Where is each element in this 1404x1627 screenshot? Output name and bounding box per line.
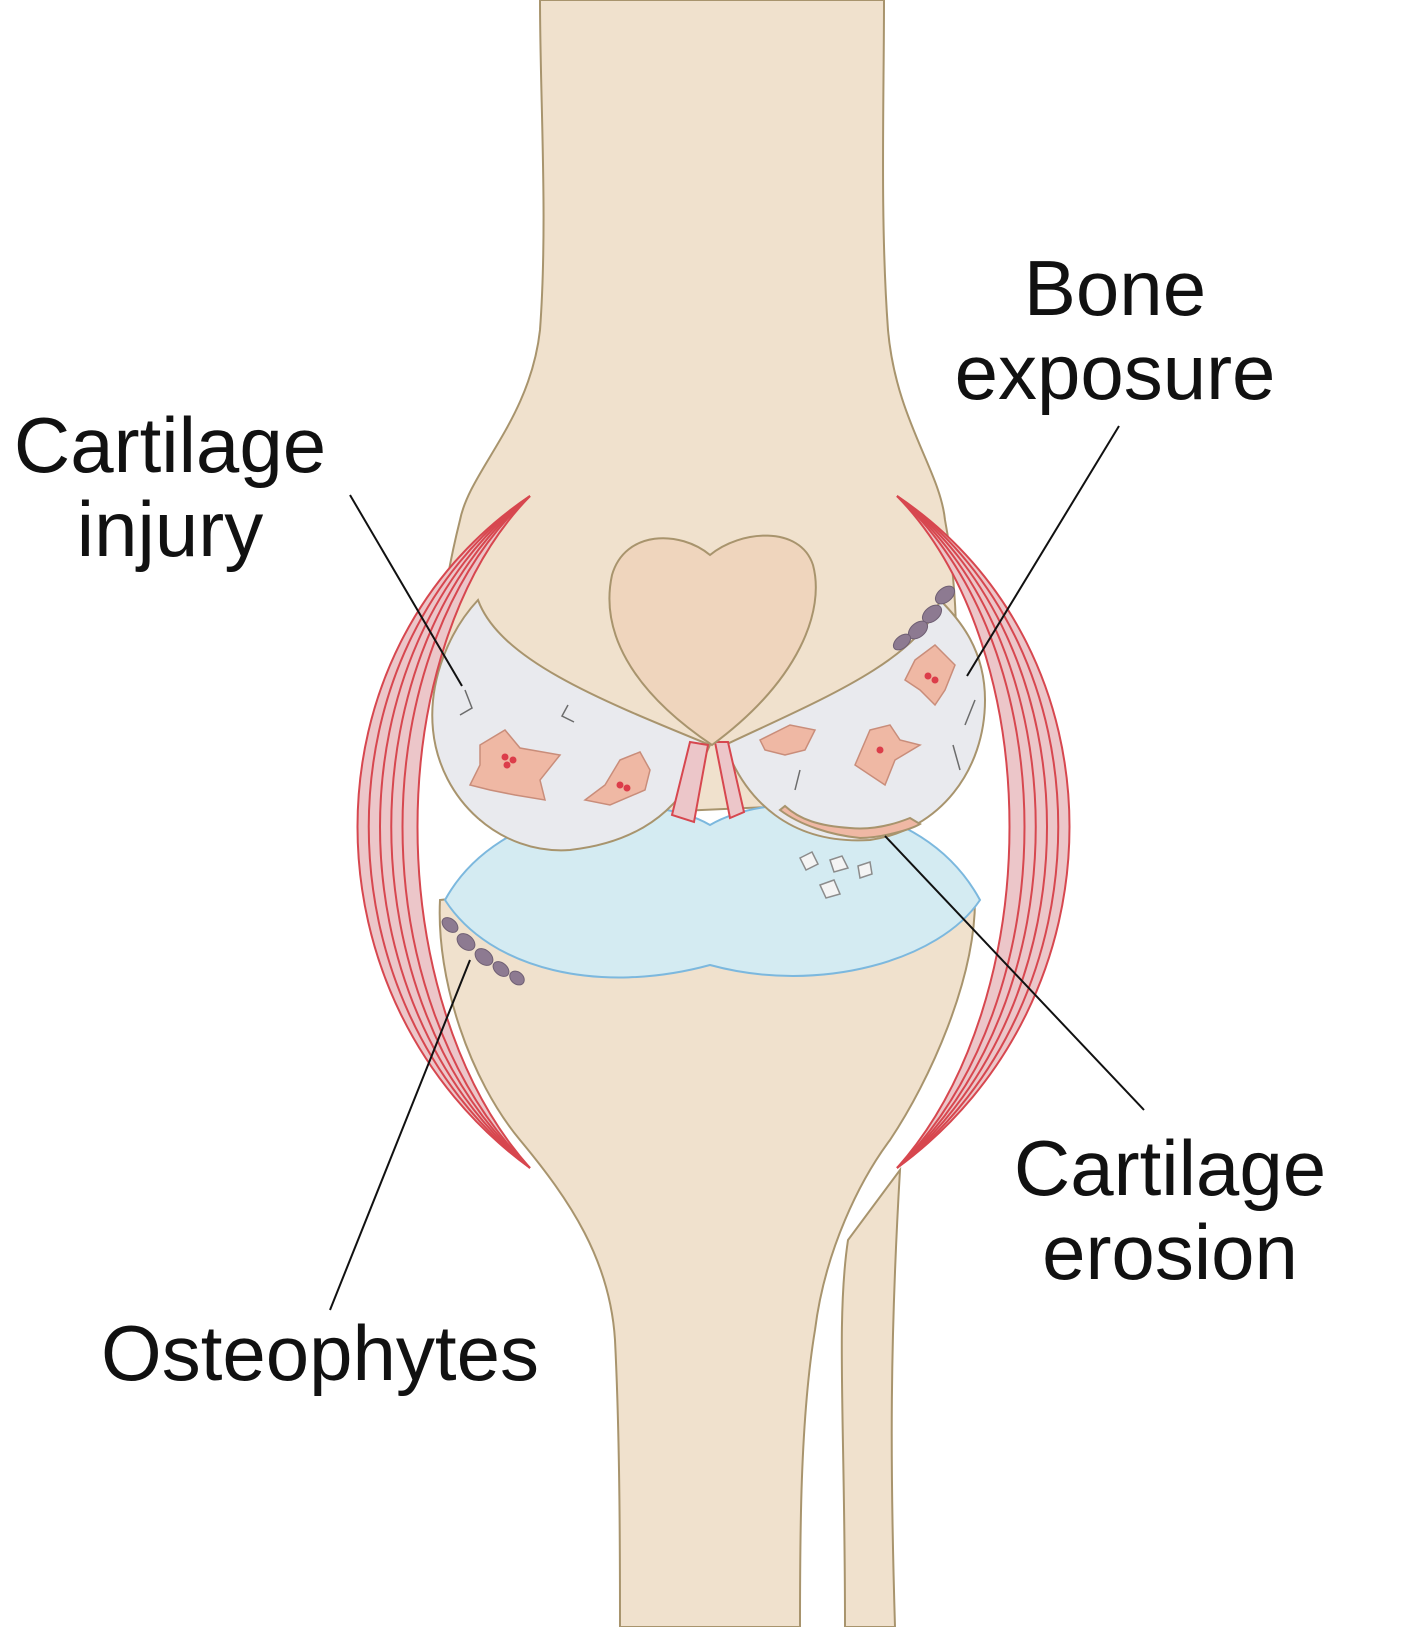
lesion [758, 724, 817, 756]
right-collateral-ligament [896, 495, 1071, 1169]
label-cartilage-injury-line2: injury [76, 485, 264, 573]
leader-line-cartilage-injury [349, 494, 463, 687]
leader-line-cartilage-erosion [884, 835, 1145, 1111]
cruciate-ligament [670, 740, 746, 824]
label-cartilage-erosion-line2: erosion [1042, 1208, 1298, 1296]
cartilage-cracks [459, 689, 976, 791]
leader-line-bone-exposure [966, 425, 1120, 677]
label-bone-exposure: Bone exposure [945, 246, 1285, 414]
osteophytes [441, 585, 956, 986]
label-cartilage-erosion: Cartilage erosion [990, 1126, 1350, 1294]
cartilage-debris [798, 850, 873, 899]
label-osteophytes-text: Osteophytes [101, 1309, 539, 1397]
label-bone-exposure-line2: exposure [954, 328, 1276, 416]
label-cartilage-injury-line1: Cartilage [13, 401, 327, 489]
lesion [468, 729, 562, 801]
fibula-bone [840, 1166, 902, 1627]
leader-line-osteophytes [329, 959, 471, 1311]
label-cartilage-injury: Cartilage injury [0, 403, 340, 571]
lesion-dots [501, 672, 939, 792]
left-collateral-ligament [356, 495, 531, 1169]
label-cartilage-erosion-line1: Cartilage [1013, 1124, 1327, 1212]
label-bone-exposure-line1: Bone [1023, 244, 1207, 332]
patella [608, 534, 817, 747]
lesion [583, 751, 651, 806]
cartilage-erosion-area [778, 804, 922, 840]
label-osteophytes: Osteophytes [80, 1311, 560, 1395]
lesion [854, 724, 922, 787]
